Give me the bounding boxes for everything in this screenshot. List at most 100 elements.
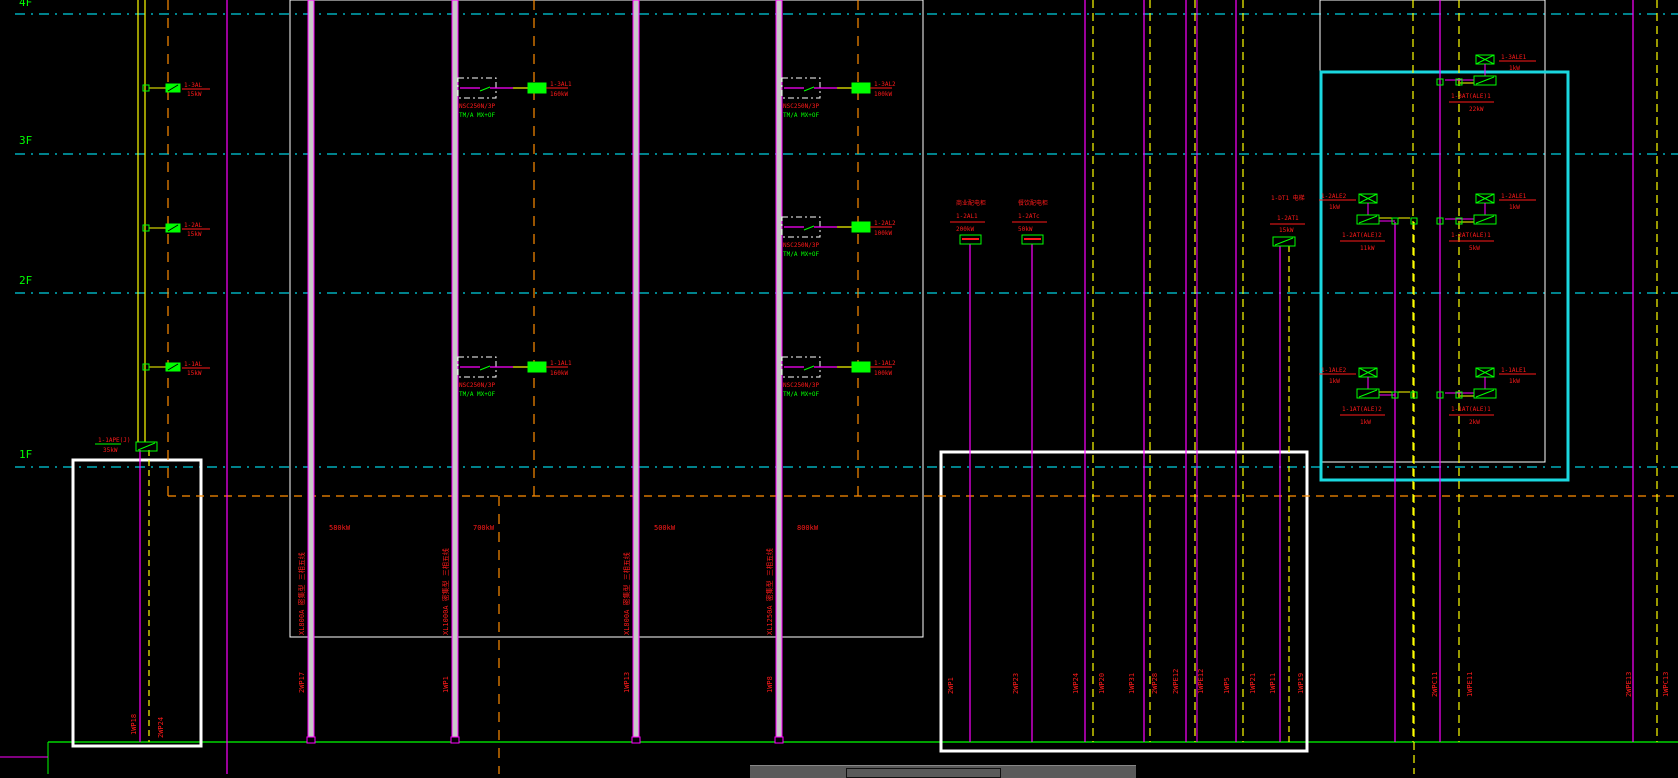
plug-box-breaker: NSC250N/3P (783, 242, 820, 249)
emergency-id-label: 1-3ALE1 (1501, 54, 1527, 61)
junction-icon (1455, 217, 1463, 225)
junction-icon (142, 363, 150, 371)
panel-power-label: 15kW (187, 231, 202, 238)
junction-icon (1391, 217, 1399, 225)
panel-power-label: 50kW (1018, 226, 1033, 233)
panel-id-label: 1-2AT1 (1277, 215, 1299, 222)
feeder-label: 1WP11 (1269, 673, 1277, 694)
distribution-box-id: 1-3AL1 (550, 81, 572, 88)
busway-name: XL800A 密集型 三相五线 (622, 552, 631, 635)
junction-icon (1410, 391, 1418, 399)
panel-title: 餐饮配电柜 (1018, 199, 1048, 207)
panel-diagonal (1475, 389, 1495, 398)
panel-power-label: 15kW (187, 370, 202, 377)
panel-icon (959, 234, 982, 245)
busway-frame (289, 0, 924, 638)
feeder-label: 1WP18 (130, 714, 138, 735)
panel-diagonal (167, 84, 179, 92)
x-mark (1475, 54, 1495, 65)
distribution-box-id: 1-2AL2 (874, 220, 896, 227)
junction-icon (1436, 391, 1444, 399)
plug-box-spec: TM/A MX+OF (783, 251, 820, 258)
busway-feeder: 1WP13 (623, 672, 631, 693)
panel-id-label: 1-1AL (184, 361, 202, 368)
busway-name: XL800A 密集型 三相五线 (297, 552, 306, 635)
distribution-box-icon (527, 361, 547, 373)
feeder-label: 1WP5 (1223, 677, 1231, 694)
distribution-box-id: 1-3AL2 (874, 81, 896, 88)
breaker-switch-icon (803, 365, 815, 371)
panel-title: 1-DT1 电梯 (1271, 194, 1305, 202)
busway-3 (632, 0, 640, 740)
junction-icon (1391, 391, 1399, 399)
busway-name: XL1000A 密集型 三相五线 (441, 548, 450, 635)
feeder-label: 2WPE13 (1625, 672, 1633, 697)
emergency-id-label: 1-1AT(ALE)1 (1451, 406, 1491, 413)
feeder-label: 1WP31 (1128, 673, 1136, 694)
panel-diagonal (1475, 76, 1495, 85)
emergency-power-label: 1kW (1509, 378, 1520, 385)
plug-box-spec: TM/A MX+OF (783, 112, 820, 119)
plug-box-spec: TM/A MX+OF (459, 112, 496, 119)
busway-1 (307, 0, 315, 740)
feeder-label: 2WP28 (1151, 673, 1159, 694)
x-mark (1358, 193, 1378, 204)
emergency-power-label: 1kW (1509, 204, 1520, 211)
conductor-lines (137, 0, 1678, 774)
emergency-id-label: 1-2AT(ALE)1 (1451, 232, 1491, 239)
panel-diagonal (1274, 237, 1294, 246)
junction-icon (1410, 217, 1418, 225)
breaker-switch-icon (479, 365, 491, 371)
ground-panel-icon (135, 441, 158, 452)
emergency-power-label: 1kW (1329, 204, 1340, 211)
feeder-label: 1WPE11 (1466, 672, 1474, 697)
emergency-panel-icon (1473, 75, 1497, 86)
junction-icon (1436, 78, 1444, 86)
feeder-label: 1WP21 (1249, 673, 1257, 694)
x-mark (1358, 367, 1378, 378)
junction-icon (142, 84, 150, 92)
plug-box-breaker: NSC250N/3P (783, 382, 820, 389)
feeder-label: 1WPE12 (1197, 669, 1205, 694)
floor-label: 2F (19, 274, 32, 287)
distribution-box-power: 160kW (550, 370, 568, 377)
selection-frame-middle (939, 450, 1309, 753)
emergency-panel-icon (1473, 214, 1497, 225)
breaker-switch-icon (803, 225, 815, 231)
panel-diagonal (1475, 215, 1495, 224)
emergency-power-label: 5kW (1469, 245, 1480, 252)
distribution-box-power: 160kW (550, 91, 568, 98)
ground-panel-id: 1-1APE(J) (98, 437, 131, 444)
status-field[interactable] (846, 768, 1001, 778)
distribution-box-id: 1-1AL1 (550, 360, 572, 367)
junction-icon (142, 224, 150, 232)
emergency-power-label: 2kW (1469, 419, 1480, 426)
feeder-label: 2WP24 (157, 717, 165, 738)
plug-box-spec: TM/A MX+OF (459, 391, 496, 398)
emergency-panel-icon (1473, 388, 1497, 399)
selection-frame-right (1319, 70, 1570, 482)
junction-icon (1436, 217, 1444, 225)
busway-rating: 700kW (473, 524, 495, 532)
feeder-label: 1WP19 (1297, 673, 1305, 694)
breaker-switch-icon (479, 86, 491, 92)
elevator-panel-icon (1272, 236, 1296, 247)
distribution-box-icon (851, 221, 871, 233)
busway-name: XL1250A 密集型 三相五线 (765, 548, 774, 635)
distribution-box-icon (527, 82, 547, 94)
x-mark (1475, 367, 1495, 378)
busway-feeder: 1WP1 (442, 676, 450, 693)
floor-label: 1F (19, 448, 32, 461)
distribution-box-id: 1-1AL2 (874, 360, 896, 367)
frames (71, 0, 1570, 753)
junction-icon (1455, 78, 1463, 86)
labels: 4F3F2F1F1-3AL15kW1-2AL15kW1-1AL15kW1-1AP… (19, 0, 1670, 738)
panel-id-label: 1-3AL (184, 82, 202, 89)
plug-box-breaker: NSC250N/3P (459, 103, 496, 110)
selection-frame-left (71, 458, 203, 748)
emergency-power-label: 22kW (1469, 106, 1484, 113)
emergency-id-label: 1-3AT(ALE)1 (1451, 93, 1491, 100)
busway-end-cap (631, 736, 641, 744)
panel-diagonal (1358, 215, 1378, 224)
